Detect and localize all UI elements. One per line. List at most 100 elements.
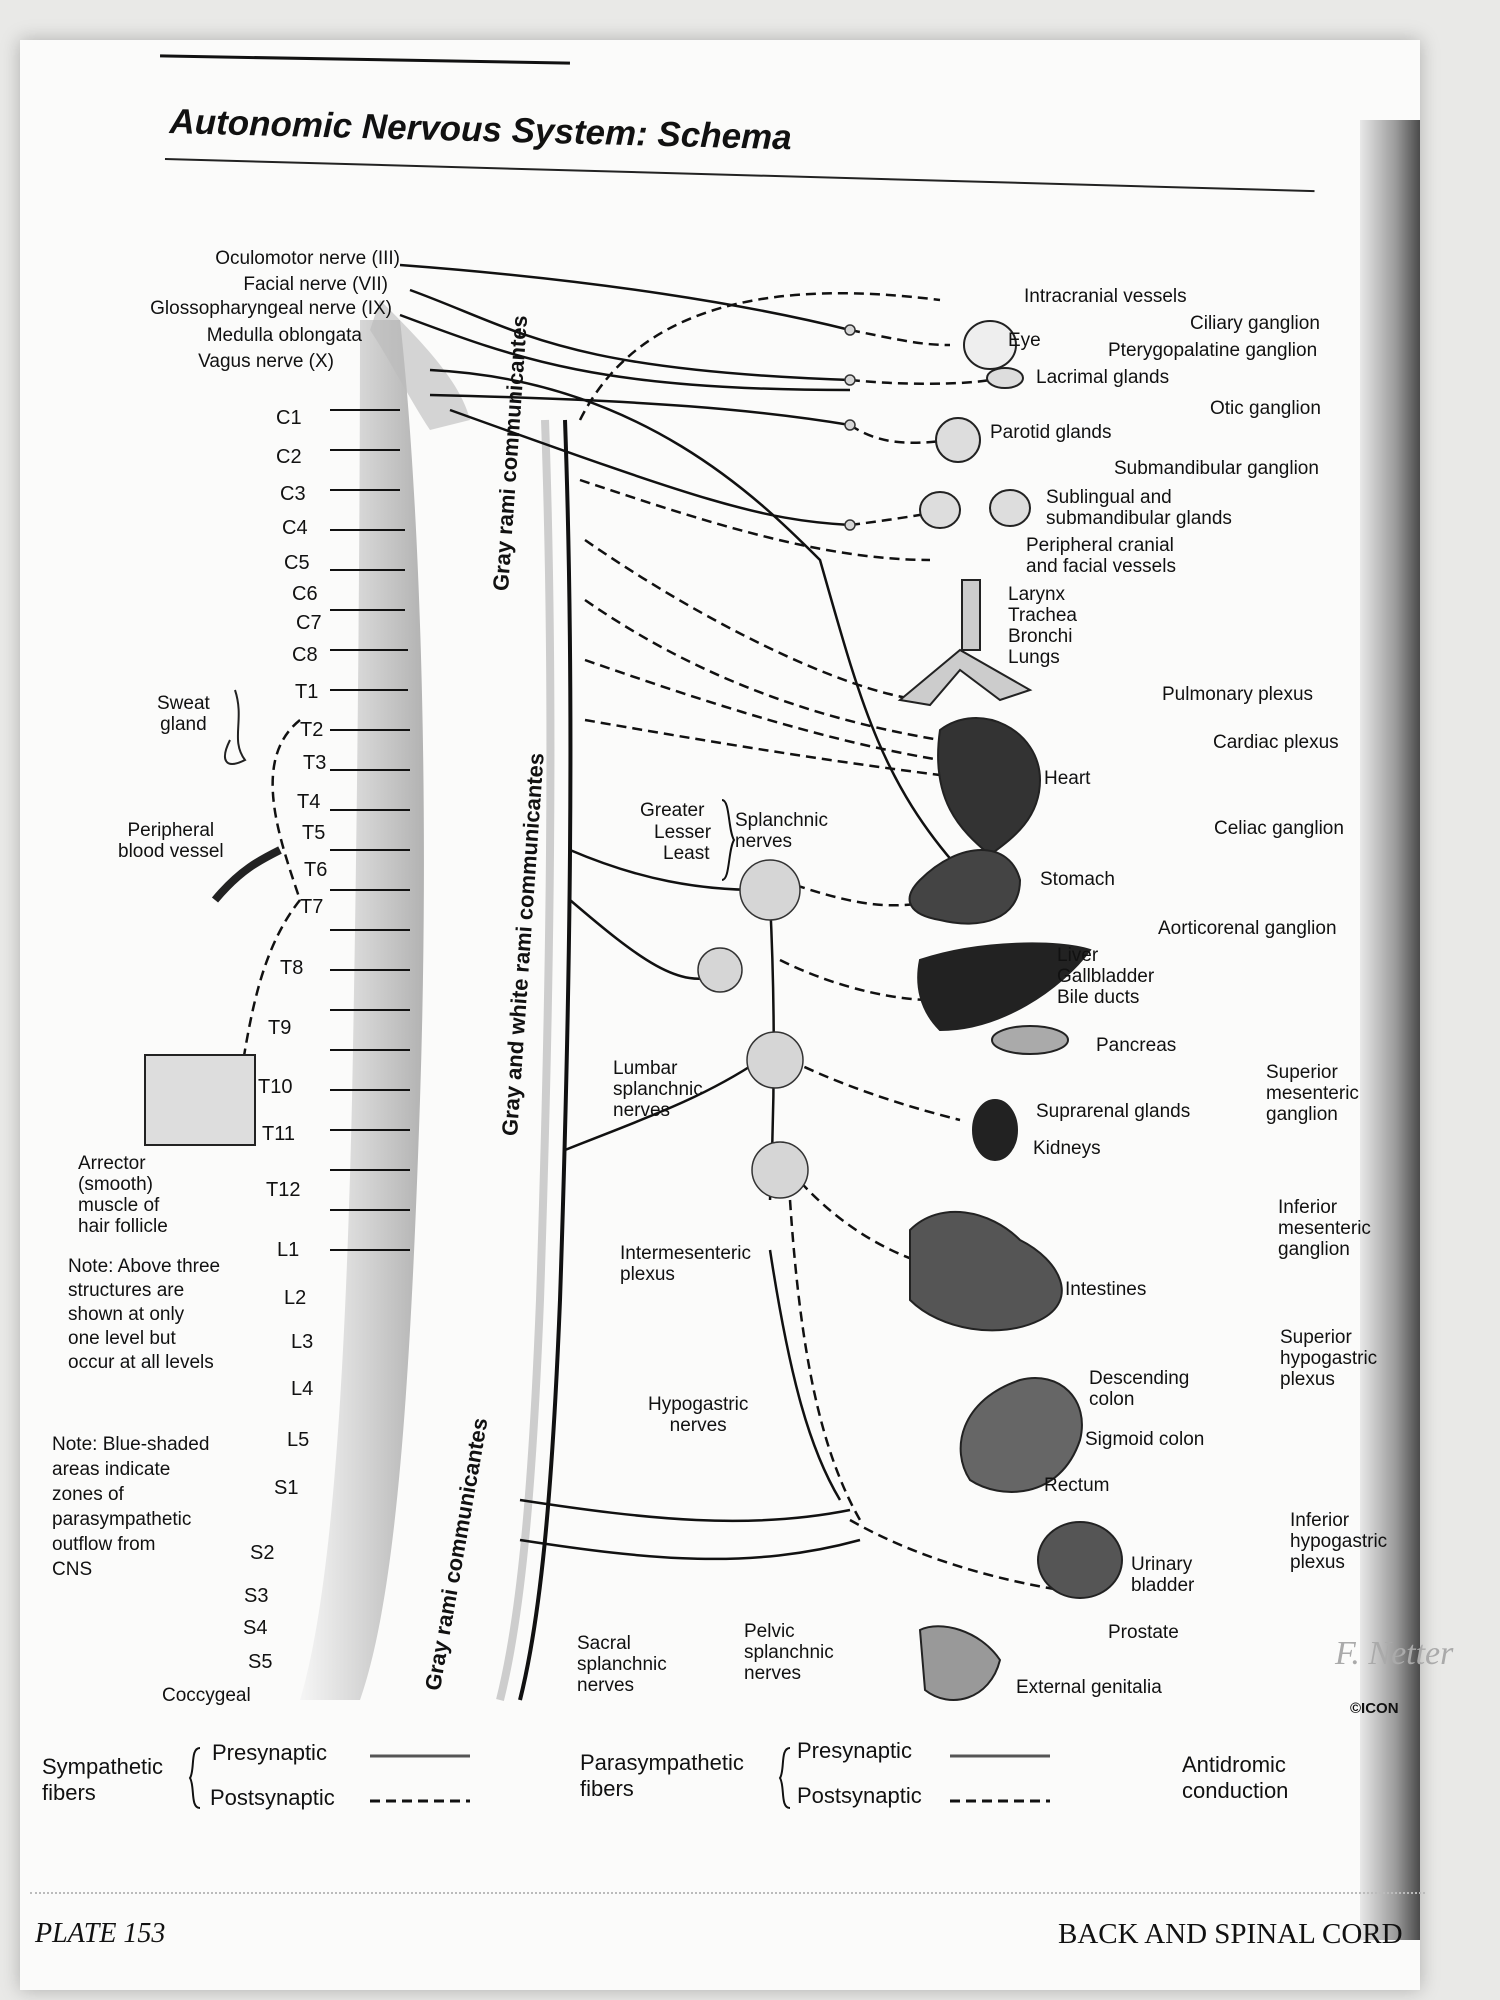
peripheral-vessel-label: Peripheral blood vessel	[118, 820, 224, 862]
segment-t9: T9	[268, 1017, 292, 1039]
post-pelvic	[849, 1518, 1061, 1592]
hair-follicle-shape	[144, 1054, 256, 1146]
submand-dot	[844, 519, 856, 531]
segment-c6: C6	[292, 583, 318, 605]
superior-mesenteric-label: Superior mesenteric ganglion	[1266, 1062, 1359, 1125]
kidney-shape	[972, 1099, 1018, 1161]
arrector-label: Arrector (smooth) muscle of hair follicl…	[78, 1153, 168, 1237]
pancreas-label: Pancreas	[1096, 1035, 1177, 1056]
segment-t8: T8	[280, 957, 304, 979]
aorticorenal-label: Aorticorenal ganglion	[1158, 918, 1337, 939]
post-heart-1	[584, 598, 941, 742]
legend-brace-symp	[188, 1747, 201, 1809]
post-parotid	[849, 423, 951, 444]
sweat-gland-label: Sweat gland	[157, 693, 210, 735]
kidneys-label: Kidneys	[1033, 1138, 1101, 1159]
genitalia-shape	[918, 1625, 1002, 1701]
bladder-shape	[1037, 1521, 1123, 1599]
inferior-mesenteric-ganglion	[751, 1141, 809, 1199]
splanchnic-brace	[721, 799, 736, 881]
stomach-label: Stomach	[1040, 869, 1115, 890]
coccygeal-label: Coccygeal	[162, 1685, 251, 1706]
descending-label: Descending colon	[1089, 1368, 1190, 1410]
post-intracranial	[578, 292, 941, 421]
glossopharyngeal-label: Glossopharyngeal nerve (IX)	[150, 298, 392, 319]
legend-para-postsynaptic: Postsynaptic	[797, 1783, 922, 1808]
segment-t4: T4	[297, 791, 321, 813]
liver-label: Liver Gallbladder Bile ducts	[1057, 945, 1155, 1008]
post-intestines	[789, 1169, 951, 1272]
icon-logo: ©ICON	[1350, 1700, 1399, 1717]
lesser-label: Lesser	[654, 822, 712, 843]
submandibular-shape	[989, 489, 1031, 527]
segment-l1: L1	[277, 1239, 300, 1261]
bladder-label: Urinary bladder	[1131, 1554, 1195, 1596]
post-heart-2	[584, 658, 941, 762]
aorticorenal-ganglion	[697, 947, 743, 993]
oculomotor-line	[399, 263, 851, 332]
pterygopalatine-label: Pterygopalatine ganglion	[1108, 340, 1318, 361]
inferior-mesenteric-label: Inferior mesenteric ganglion	[1278, 1197, 1371, 1260]
legend-symp-postsynaptic: Postsynaptic	[210, 1785, 335, 1810]
hypogastric-nerve	[768, 1249, 842, 1501]
post-sweat	[271, 719, 302, 901]
legend-symp-presynaptic: Presynaptic	[212, 1740, 327, 1765]
sympathetic-trunk	[518, 419, 573, 1701]
suprarenal-label: Suprarenal glands	[1036, 1101, 1191, 1122]
greater-label: Greater	[640, 800, 705, 821]
note-structures: Note: Above three structures are shown a…	[68, 1256, 221, 1373]
superior-mesenteric-ganglion	[746, 1031, 804, 1089]
legend-antidromic: Antidromic conduction	[1182, 1752, 1289, 1803]
segment-s3: S3	[244, 1585, 269, 1607]
legend-sympathetic: Sympathetic fibers	[42, 1754, 164, 1805]
vagus-main	[429, 368, 961, 871]
sacral-splanchnic	[519, 1538, 861, 1561]
medulla-label: Medulla oblongata	[206, 325, 362, 346]
book-edge	[1360, 120, 1420, 1940]
least-label: Least	[663, 843, 710, 864]
segment-t3: T3	[303, 752, 327, 774]
rectum-label: Rectum	[1044, 1475, 1110, 1496]
vagus-to-otic	[429, 393, 851, 427]
post-submand	[849, 508, 951, 527]
intestines-label: Intestines	[1065, 1279, 1147, 1300]
legend-brace-para	[778, 1747, 791, 1809]
post-liver	[779, 958, 931, 1002]
splanchnic-label: Splanchnic nerves	[735, 810, 828, 852]
segment-s1: S1	[274, 1477, 299, 1499]
plate-number: PLATE 153	[35, 1918, 166, 1949]
larynx-label: Larynx Trachea Bronchi Lungs	[1008, 584, 1077, 668]
post-kidneys	[789, 1058, 961, 1122]
intestines-shape	[909, 1210, 1063, 1332]
colon-shape	[959, 1377, 1083, 1493]
lumbar-splanchnic	[564, 1058, 761, 1152]
oculomotor-label: Oculomotor nerve (III)	[215, 248, 400, 269]
lacrimal-label: Lacrimal glands	[1036, 367, 1170, 388]
artist-signature: F. Netter	[1335, 1635, 1454, 1672]
intermesenteric-label: Intermesenteric plexus	[620, 1243, 751, 1285]
to-submandibular	[449, 408, 851, 527]
section-title: BACK AND SPINAL CORD	[1058, 1918, 1403, 1950]
peripheral-cranial-label: Peripheral cranial and facial vessels	[1026, 535, 1176, 577]
sublingual-shape	[919, 491, 961, 529]
stomach-shape	[908, 849, 1022, 925]
liver-shape	[917, 942, 1092, 1032]
pterygopalatine-dot	[844, 374, 856, 386]
post-heart-3	[584, 718, 941, 777]
segment-s4: S4	[243, 1617, 268, 1639]
lacrimal-shape	[986, 367, 1024, 389]
facial-label: Facial nerve (VII)	[243, 274, 388, 295]
segment-c2: C2	[276, 446, 302, 468]
segment-c1: C1	[276, 407, 302, 429]
sigmoid-label: Sigmoid colon	[1085, 1429, 1205, 1450]
pancreas-shape	[991, 1025, 1069, 1055]
heart-shape	[937, 717, 1042, 857]
sympathetic-trunk-outline	[496, 419, 555, 1701]
trachea-shape	[961, 579, 981, 651]
post-ciliary	[849, 328, 951, 347]
segment-t6: T6	[304, 859, 328, 881]
intracranial-label: Intracranial vessels	[1024, 286, 1187, 307]
segment-s5: S5	[248, 1651, 273, 1673]
celiac-ganglion	[739, 859, 801, 921]
heart-label: Heart	[1044, 768, 1091, 789]
